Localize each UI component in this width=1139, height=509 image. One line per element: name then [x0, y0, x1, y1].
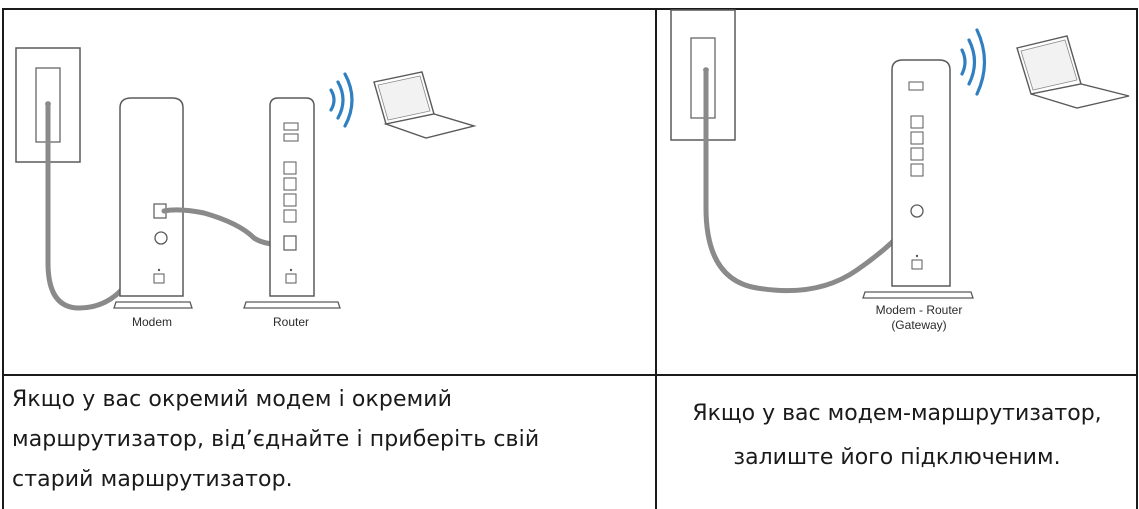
caption-line: залиште його підключеним.: [733, 445, 1061, 470]
caption-line: Якщо у вас окремий модем і окремий: [12, 387, 453, 412]
caption-line: маршрутизатор, від’єднайте і приберіть с…: [12, 427, 540, 452]
cable-modem-to-router: [161, 207, 293, 247]
caption-separate-devices: Якщо у вас окремий модем і окремий маршр…: [12, 380, 642, 500]
router-icon: [243, 97, 341, 309]
table-middle-divider: [655, 8, 657, 509]
caption-gateway: Якщо у вас модем-маршрутизатор, залиште …: [657, 392, 1137, 480]
gateway-diagram: Modem - Router (Gateway): [670, 9, 1130, 332]
router-label: Router: [273, 315, 309, 329]
modem-router-diagram: Modem Router: [15, 47, 477, 329]
illustration-gateway: Modem - Router (Gateway): [657, 8, 1136, 374]
illustration-modem-router: Modem Router: [4, 8, 655, 374]
modem-icon: [113, 97, 193, 309]
gateway-icon: [862, 59, 974, 299]
gateway-label-line1: Modem - Router: [876, 303, 963, 317]
table-top-border: [2, 8, 1138, 10]
wifi-waves-icon: [329, 72, 354, 128]
gateway-label-line2: (Gateway): [891, 318, 946, 332]
table-right-border: [1136, 8, 1138, 509]
modem-label: Modem: [132, 315, 172, 329]
caption-line: Якщо у вас модем-маршрутизатор,: [692, 401, 1102, 426]
laptop-icon: [373, 71, 477, 139]
table-row-divider: [2, 374, 1138, 376]
wall-outlet-icon: [670, 9, 736, 141]
laptop-icon: [1016, 35, 1130, 109]
cable-wall-to-gateway: [703, 67, 918, 294]
table-left-border: [2, 8, 4, 509]
wifi-waves-icon: [960, 28, 987, 96]
caption-line: старий маршрутизатор.: [12, 467, 293, 492]
